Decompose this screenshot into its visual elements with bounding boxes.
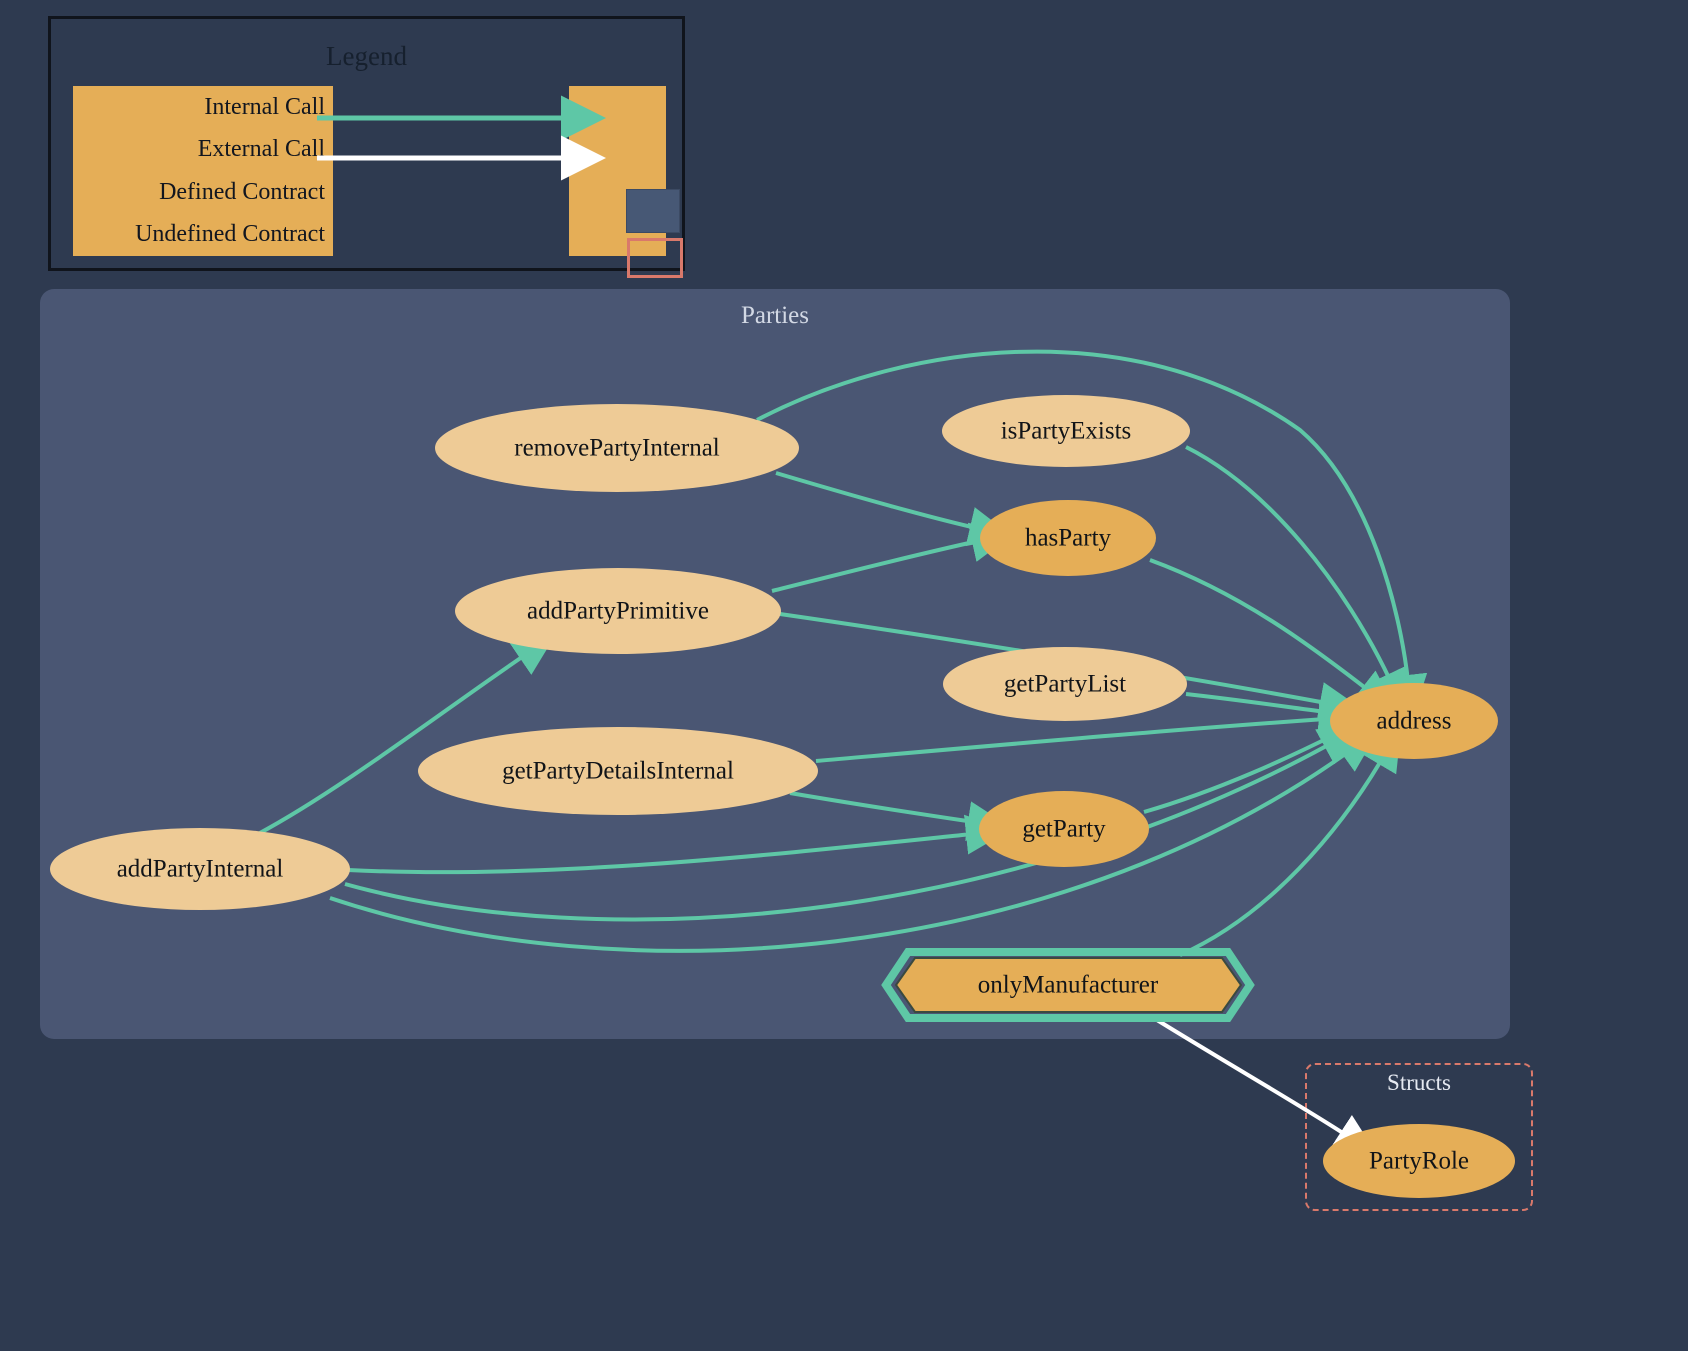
legend-label-external-call: External Call	[197, 136, 325, 163]
cluster-structs	[1305, 1063, 1533, 1211]
legend-undefined-contract-swatch	[627, 238, 683, 278]
legend-label-defined-contract: Defined Contract	[159, 178, 325, 205]
node-isPartyExists[interactable]: isPartyExists	[942, 395, 1190, 467]
node-onlyManufacturer[interactable]: onlyManufacturer	[881, 948, 1255, 1022]
node-addPartyPrimitive[interactable]: addPartyPrimitive	[455, 568, 781, 654]
node-shape-ellipse[interactable]	[943, 647, 1187, 721]
edge-onlyManufacturer-to-address	[1179, 726, 1402, 957]
node-shape-ellipse[interactable]	[979, 791, 1149, 867]
node-shape-ellipse[interactable]	[455, 568, 781, 654]
node-label: hasParty	[1025, 525, 1112, 552]
node-getPartyDetailsInternal[interactable]: getPartyDetailsInternal	[418, 727, 818, 815]
node-removePartyInternal[interactable]: removePartyInternal	[435, 404, 799, 492]
node-PartyRole[interactable]: PartyRole	[1323, 1124, 1515, 1198]
node-shape-ellipse[interactable]	[1330, 683, 1498, 759]
node-label: addPartyInternal	[117, 856, 284, 883]
node-label: getPartyDetailsInternal	[502, 758, 734, 785]
node-shape-ellipse[interactable]	[1323, 1124, 1515, 1198]
node-shape-ellipse[interactable]	[418, 727, 818, 815]
node-label: onlyManufacturer	[978, 972, 1159, 999]
node-getPartyList[interactable]: getPartyList	[943, 647, 1187, 721]
node-label: getParty	[1022, 816, 1106, 843]
legend-label-undefined-contract: Undefined Contract	[135, 221, 325, 248]
edge-isPartyExists-to-address	[1185, 445, 1407, 715]
edge-addPartyInternal-to-address-1	[344, 725, 1364, 922]
legend-title: Legend	[326, 41, 407, 71]
node-label: PartyRole	[1369, 1148, 1469, 1175]
legend-arrows	[317, 95, 606, 181]
edge-getPartyDetailsInternal-to-address	[815, 699, 1364, 763]
legend-panel: Legend Internal Call External Call Defin…	[48, 16, 685, 278]
edge-removePartyInternal-to-hasParty	[775, 471, 1014, 547]
node-getParty[interactable]: getParty	[979, 791, 1149, 867]
edge-onlyManufacturer-to-PartyRole	[1155, 1018, 1378, 1156]
node-addPartyInternal[interactable]: addPartyInternal	[50, 828, 350, 910]
node-label: removePartyInternal	[514, 435, 720, 462]
node-address[interactable]: address	[1330, 683, 1498, 759]
node-shape-ellipse[interactable]	[50, 828, 350, 910]
node-label: isPartyExists	[1001, 418, 1132, 445]
node-shape-ellipse[interactable]	[942, 395, 1190, 467]
legend-label-list: Internal Call External Call Defined Cont…	[73, 86, 333, 256]
node-shape-ellipse[interactable]	[980, 500, 1156, 576]
edge-getPartyList-to-address	[1185, 691, 1364, 732]
node-label: getPartyList	[1004, 671, 1126, 698]
edge-addPartyInternal-to-addPartyPrimitive	[257, 633, 557, 836]
node-hasParty[interactable]: hasParty	[980, 500, 1156, 576]
node-shape-ellipse[interactable]	[435, 404, 799, 492]
legend-left-block	[73, 86, 333, 256]
edge-getPartyDetailsInternal-to-getParty	[789, 791, 1012, 841]
edge-addPartyInternal-to-address-2	[329, 729, 1379, 953]
cluster-structs-label: Structs	[1387, 1070, 1451, 1095]
node-shape-doubleoctagon-inner[interactable]	[894, 957, 1243, 1013]
edge-hasParty-to-address	[1149, 558, 1399, 714]
edge-removePartyInternal-to-address	[756, 349, 1428, 719]
cluster-parties-label: Parties	[740, 302, 810, 329]
legend-defined-contract-swatch	[626, 189, 680, 233]
node-shape-doubleoctagon-outer[interactable]	[881, 948, 1255, 1022]
node-label: addPartyPrimitive	[527, 598, 709, 625]
legend-label-internal-call: Internal Call	[204, 93, 325, 120]
edge-addPartyInternal-to-getParty	[347, 814, 1010, 875]
node-label: address	[1377, 708, 1452, 735]
edge-addPartyPrimitive-to-hasParty	[771, 522, 1016, 593]
